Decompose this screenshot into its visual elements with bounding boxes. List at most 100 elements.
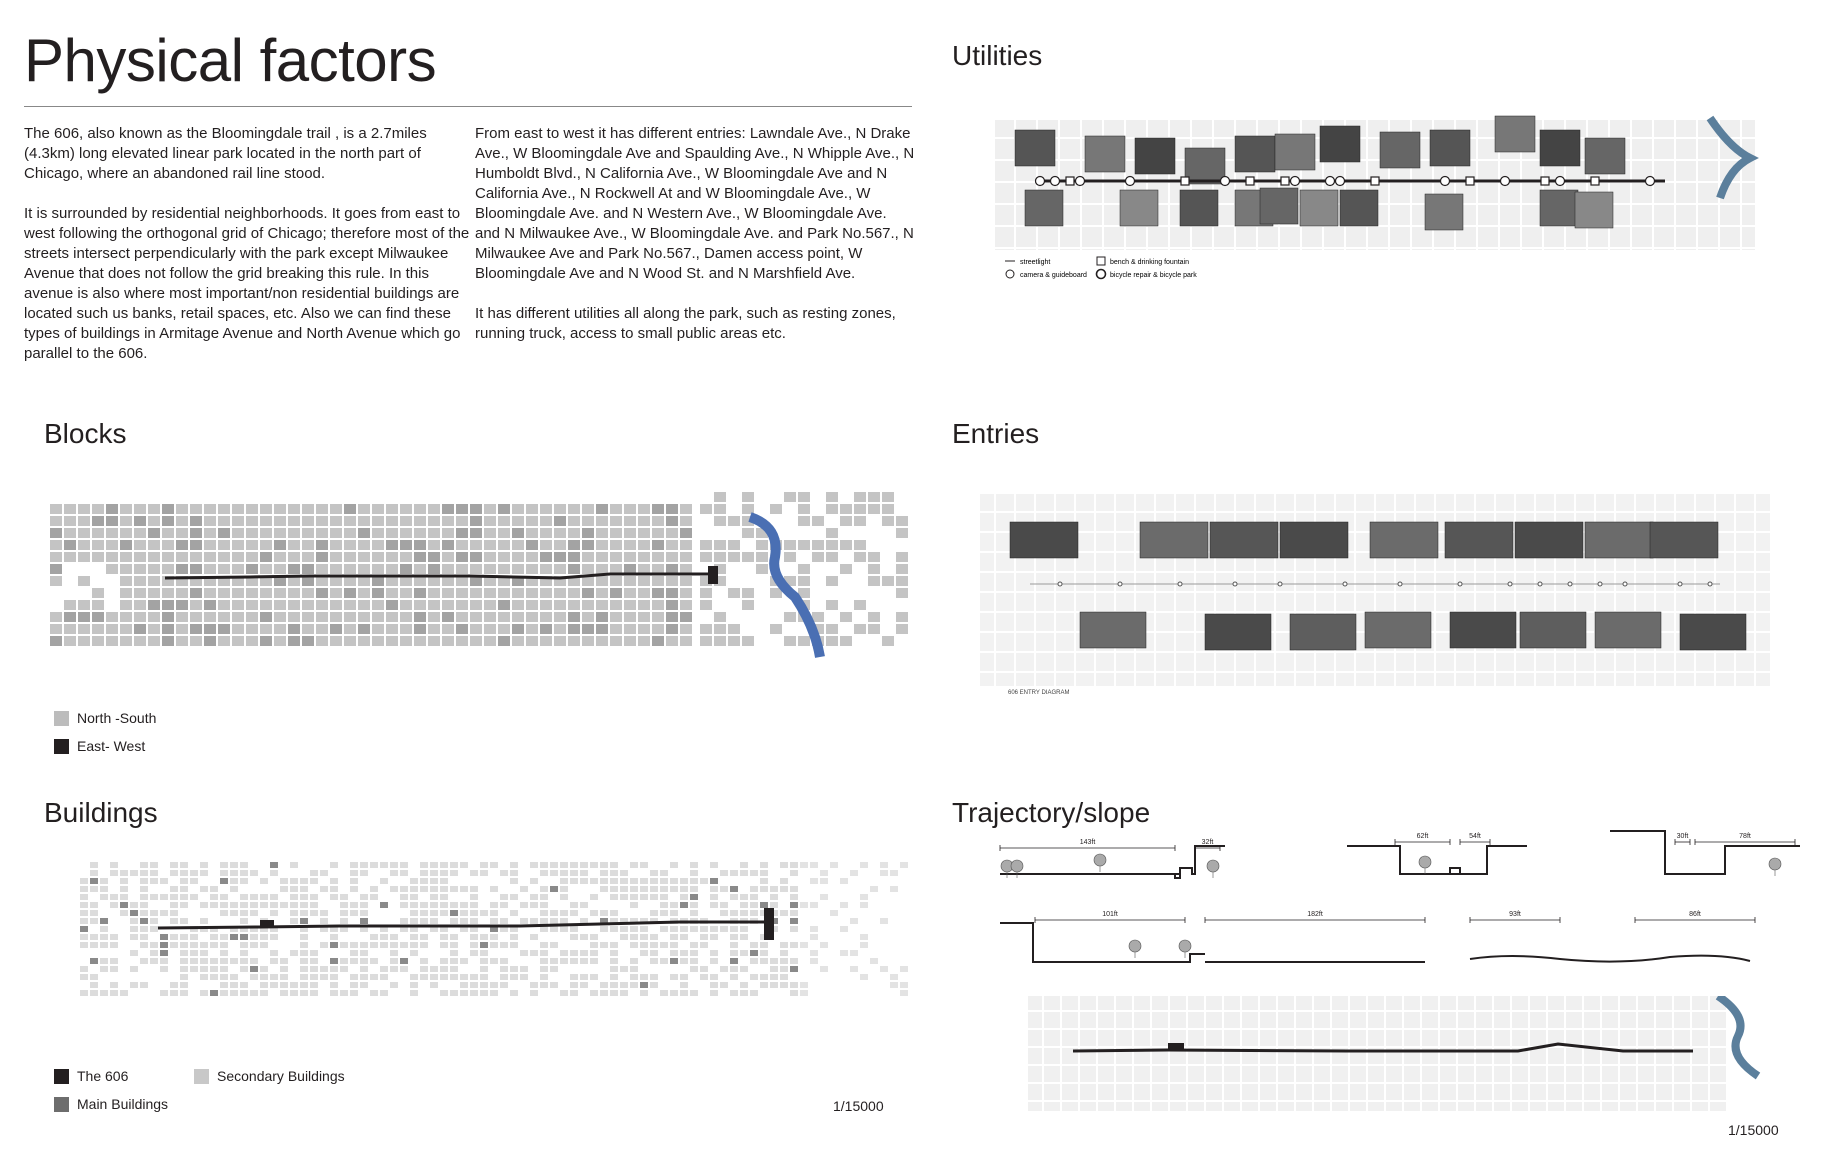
building-cell [510,974,518,980]
building-cell [610,910,618,916]
building-cell [380,878,388,884]
block-cell [78,516,90,526]
block-cell [330,552,342,562]
building-cell [90,910,98,916]
building-cell [220,974,228,980]
building-cell [890,886,898,892]
section-profile-5 [1469,954,1751,963]
block-cell [826,636,838,646]
building-cell [240,982,248,988]
building-cell [290,878,298,884]
building-cell [80,918,88,924]
building-cell [610,982,618,988]
block-cell [896,588,908,598]
building-cell [510,862,518,868]
block-cell [470,516,482,526]
legend-swatch [54,1096,69,1112]
block-cell [610,516,622,526]
building-cell [150,862,158,868]
block-cell [798,516,810,526]
block-cell [218,504,230,514]
block-cell [330,636,342,646]
block-cell [134,636,146,646]
block-cell [680,636,692,646]
building-cell [600,886,608,892]
building-cell [140,926,148,932]
block-cell [358,516,370,526]
building-cell [340,902,348,908]
block-cell [582,576,594,586]
building-cell [460,886,468,892]
block-cell [624,588,636,598]
building-cell [820,878,828,884]
block-cell [540,600,552,610]
block-cell [274,516,286,526]
building-cell [500,870,508,876]
block-cell [204,552,216,562]
building-cell [670,926,678,932]
block-cell [232,612,244,622]
block-cell [554,528,566,538]
building-cell [750,886,758,892]
building-cell [240,894,248,900]
building-cell [240,934,248,940]
building-cell [610,974,618,980]
building-cell [520,918,528,924]
block-cell [568,552,580,562]
building-cell [430,894,438,900]
block-cell [106,504,118,514]
block-cell [120,552,132,562]
block-cell [316,600,328,610]
building-cell [370,862,378,868]
building-cell [890,870,898,876]
block-cell [386,576,398,586]
building-cell [100,958,108,964]
building-cell [310,870,318,876]
building-cell [580,902,588,908]
block-cell [428,588,440,598]
block-cell [526,528,538,538]
building-cell [810,902,818,908]
building-cell [620,934,628,940]
building-cell [160,894,168,900]
block-cell [714,492,726,502]
block-cell [568,624,580,634]
block-cell [288,612,300,622]
building-cell [140,902,148,908]
building-cell [860,894,868,900]
building-cell [570,934,578,940]
block-cell [134,588,146,598]
utility-photo [1584,137,1626,175]
block-cell [120,636,132,646]
building-cell [830,862,838,868]
block-cell [784,612,796,622]
block-cell [204,528,216,538]
block-cell [50,576,62,586]
block-cell [274,612,286,622]
building-cell [850,918,858,924]
entry-dot [1597,581,1603,587]
block-cell [400,588,412,598]
entry-dot [1342,581,1348,587]
building-cell [170,942,178,948]
block-cell [386,612,398,622]
building-cell [240,870,248,876]
block-cell [344,600,356,610]
utility-symbol [1540,176,1550,186]
building-cell [220,862,228,868]
block-cell [428,636,440,646]
utilities-map: streetlight camera & guideboard bench & … [995,115,1759,280]
block-cell [666,504,678,514]
block-cell [414,624,426,634]
building-cell [520,886,528,892]
block-cell [652,624,664,634]
building-cell [690,894,698,900]
building-cell [710,958,718,964]
blocks-legend-ns: North -South [54,710,156,726]
building-cell [200,966,208,972]
block-cell [798,504,810,514]
building-cell [420,966,428,972]
building-cell [470,894,478,900]
building-cell [690,942,698,948]
